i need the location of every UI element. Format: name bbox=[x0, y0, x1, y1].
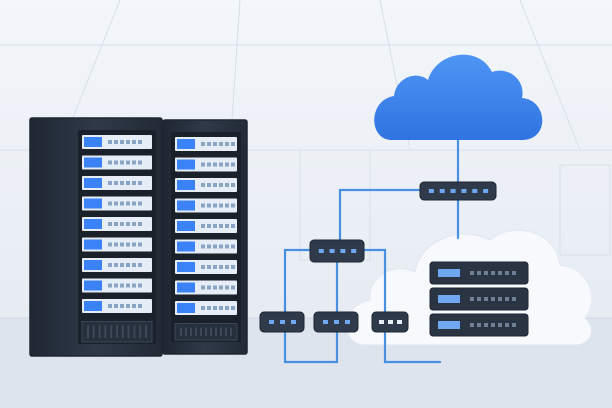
server-unit bbox=[82, 135, 152, 149]
server-unit bbox=[175, 157, 237, 172]
server-unit bbox=[82, 196, 152, 211]
server-unit bbox=[175, 301, 237, 315]
server-unit bbox=[175, 219, 237, 233]
server-unit bbox=[175, 239, 237, 254]
network-lines bbox=[283, 138, 460, 364]
network-switch-top bbox=[419, 181, 497, 201]
stack-unit bbox=[429, 261, 529, 285]
server-unit bbox=[175, 198, 237, 213]
cloud-icon bbox=[374, 54, 543, 140]
server-unit bbox=[82, 237, 152, 252]
server-unit bbox=[175, 137, 237, 151]
server-unit bbox=[175, 280, 237, 295]
server-unit bbox=[175, 260, 237, 274]
rack-vent-panel bbox=[174, 323, 238, 341]
server-unit bbox=[82, 278, 152, 293]
network-switch-middle bbox=[309, 239, 365, 263]
rack-vent-panel bbox=[81, 321, 153, 343]
server-unit bbox=[175, 178, 237, 192]
server-unit bbox=[82, 258, 152, 272]
server-unit bbox=[82, 299, 152, 313]
server-rack-right bbox=[162, 119, 248, 355]
server-rack-left bbox=[29, 117, 163, 357]
network-switch-right bbox=[371, 311, 409, 333]
network-switch-center bbox=[313, 311, 359, 333]
stack-unit bbox=[429, 287, 529, 311]
server-unit bbox=[82, 155, 152, 170]
stack-unit bbox=[429, 313, 529, 337]
server-unit bbox=[82, 176, 152, 190]
server-unit bbox=[82, 217, 152, 231]
server-stack-icon bbox=[429, 261, 529, 337]
network-switch-left bbox=[259, 311, 305, 333]
